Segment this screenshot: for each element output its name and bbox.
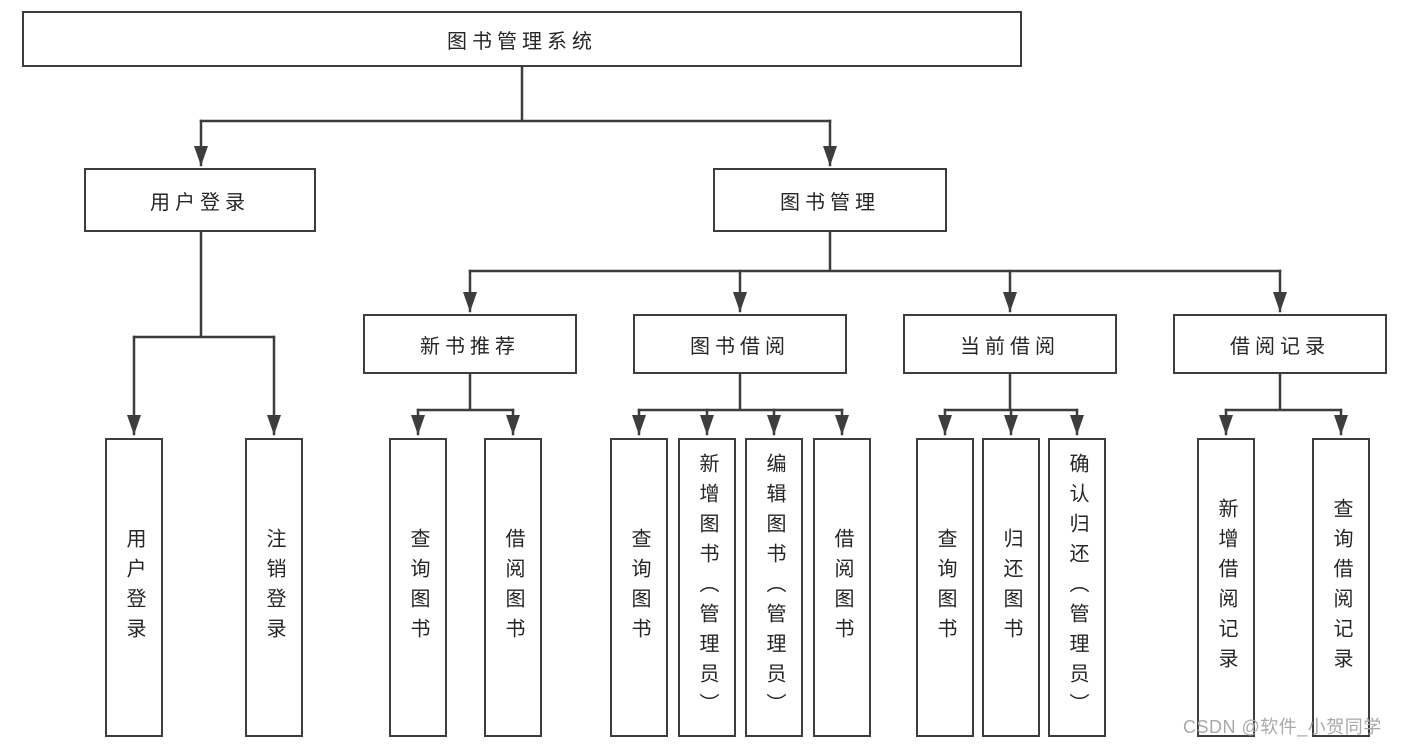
node-label: 借阅记录 <box>1230 335 1330 358</box>
leaf-user-login: 用户登录 <box>105 438 163 737</box>
node-label: 查询图书 <box>934 527 956 648</box>
leaf-add-borrow-record: 新增借阅记录 <box>1197 438 1255 737</box>
leaf-borrow-books-1: 借阅图书 <box>484 438 542 737</box>
node-book-management-group: 图书管理 <box>713 168 947 232</box>
node-label: 用户登录 <box>123 527 145 648</box>
node-label: 用户登录 <box>150 191 250 214</box>
leaf-return-book: 归还图书 <box>982 438 1040 737</box>
node-label: 借阅图书 <box>831 527 853 648</box>
node-user-login-group: 用户登录 <box>84 168 316 232</box>
node-book-borrow: 图书借阅 <box>633 314 847 374</box>
leaf-add-book-admin: 新增图书（管理员） <box>678 438 736 737</box>
leaf-borrow-books-2: 借阅图书 <box>813 438 871 737</box>
node-label: 当前借阅 <box>960 335 1060 358</box>
node-current-borrow: 当前借阅 <box>903 314 1117 374</box>
leaf-query-books-1: 查询图书 <box>389 438 447 737</box>
node-label: 编辑图书（管理员） <box>763 452 785 723</box>
csdn-watermark: CSDN @软件_小贺同学 <box>1183 717 1382 737</box>
node-label: 新增图书（管理员） <box>696 452 718 723</box>
node-label: 查询图书 <box>628 527 650 648</box>
node-label: 查询图书 <box>407 527 429 648</box>
node-label: 归还图书 <box>1000 527 1022 648</box>
leaf-query-books-2: 查询图书 <box>610 438 668 737</box>
node-label: 图书管理系统 <box>447 30 597 53</box>
node-label: 图书管理 <box>780 191 880 214</box>
node-label: 确认归还（管理员） <box>1066 452 1088 723</box>
node-label: 借阅图书 <box>502 527 524 648</box>
node-label: 新增借阅记录 <box>1215 497 1237 678</box>
node-root-library-system: 图书管理系统 <box>22 11 1022 67</box>
leaf-edit-book-admin: 编辑图书（管理员） <box>745 438 803 737</box>
node-new-book-recommend: 新书推荐 <box>363 314 577 374</box>
leaf-query-books-3: 查询图书 <box>916 438 974 737</box>
node-label: 注销登录 <box>263 527 285 648</box>
leaf-query-borrow-record: 查询借阅记录 <box>1312 438 1370 737</box>
node-label: 图书借阅 <box>690 335 790 358</box>
leaf-logout: 注销登录 <box>245 438 303 737</box>
node-label: 查询借阅记录 <box>1330 497 1352 678</box>
leaf-confirm-return-admin: 确认归还（管理员） <box>1048 438 1106 737</box>
node-borrow-records: 借阅记录 <box>1173 314 1387 374</box>
node-label: 新书推荐 <box>420 335 520 358</box>
